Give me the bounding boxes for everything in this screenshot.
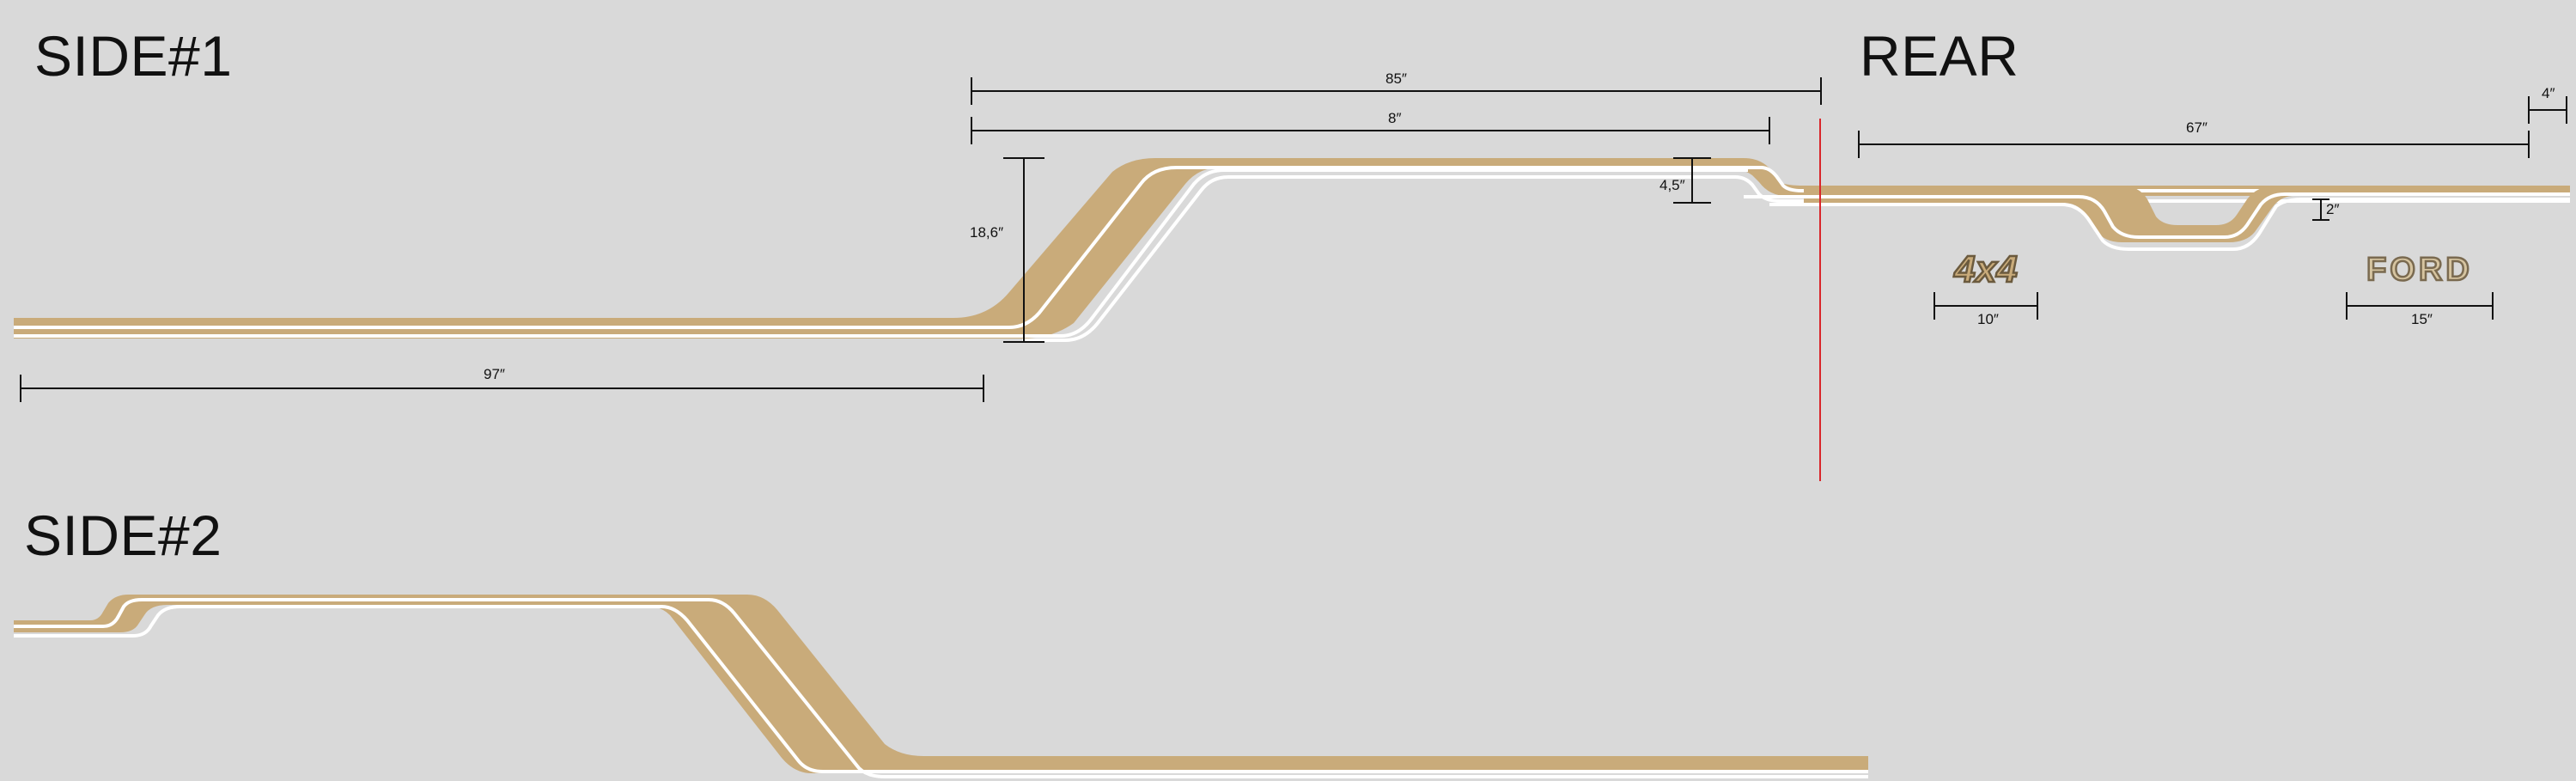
dimension-4-label: 4″ (2542, 85, 2555, 101)
logo-ford: FORD (2366, 251, 2473, 290)
dimension-85 (971, 77, 1822, 105)
dimension-8 (971, 117, 1770, 144)
rear-stripe (1744, 186, 2570, 251)
side2-heading: SIDE#2 (24, 503, 222, 567)
dimension-18-6 (1003, 157, 1044, 343)
dimension-85-label: 85″ (1385, 70, 1407, 87)
dimension-15 (2346, 292, 2494, 320)
logo-4x4: 4x4 (1952, 247, 2019, 292)
dimension-97-label: 97″ (484, 366, 505, 382)
rear-heading: REAR (1860, 24, 2019, 88)
dimension-4-5 (1673, 157, 1711, 204)
dimension-10-label: 10″ (1977, 311, 1999, 327)
rear-stripe-white-dip (1744, 192, 2570, 239)
rear-stripe-tan-dip (1804, 186, 2570, 242)
side2-stripe-white-line-2 (14, 605, 1868, 773)
dimension-2 (2312, 198, 2329, 221)
side1-stripe-white-line-1 (14, 166, 2570, 329)
dimension-2-label: 2″ (2326, 201, 2340, 217)
side1-heading: SIDE#1 (34, 24, 233, 88)
dimension-67-label: 67″ (2186, 119, 2208, 136)
dimension-18-6-label: 18,6″ (970, 224, 1004, 241)
side1-stripe-tan-band (14, 158, 2570, 339)
dimension-4 (2528, 96, 2567, 124)
dimension-67 (1858, 131, 2530, 158)
side2-stripe (14, 595, 1868, 778)
dimension-4-5-label: 4,5″ (1659, 177, 1685, 193)
side2-stripe-white-line-1 (14, 598, 1868, 778)
logo-4x4-text: 4x4 (1953, 248, 2017, 290)
dimension-15-label: 15″ (2411, 311, 2433, 327)
side1-stripe-white-line-2 (14, 168, 1748, 338)
rear-stripe-lower-dip (1769, 198, 2570, 251)
side2-stripe-tan-band (14, 595, 1868, 773)
dimension-10 (1934, 292, 2038, 320)
dimension-97 (20, 375, 984, 402)
logo-ford-text: FORD (2366, 252, 2473, 288)
dimension-8-label: 8″ (1388, 110, 1402, 126)
